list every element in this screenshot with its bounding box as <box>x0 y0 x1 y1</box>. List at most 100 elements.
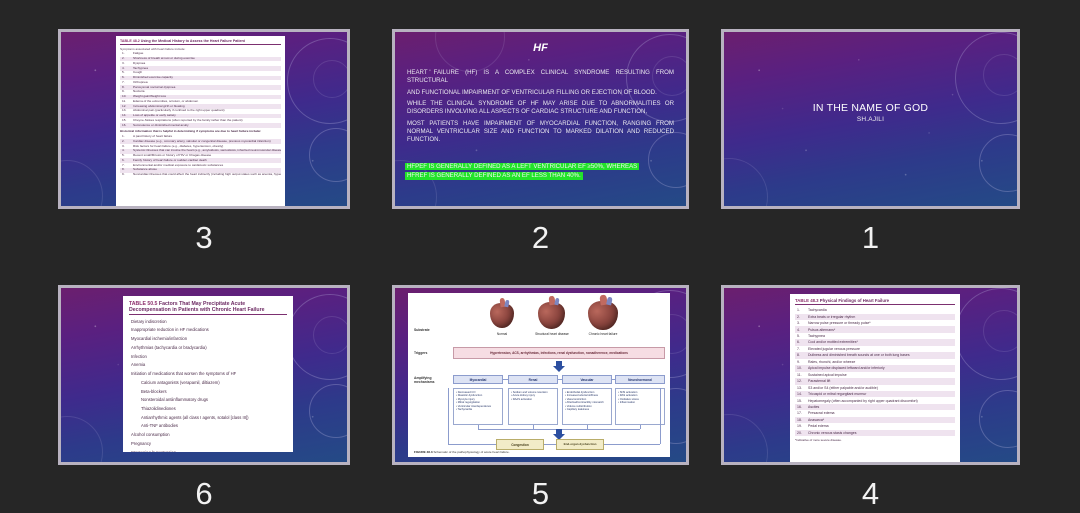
table-row: 11.Sustained apical impulse <box>795 372 955 378</box>
table-row: Calcium antagonists (verapamil, diltiaze… <box>129 379 287 385</box>
row-number: 4. <box>122 66 125 70</box>
row-text: Increasing abdominal girth or bloating <box>133 104 185 108</box>
slide-canvas-6: TABLE 50.5 Factors That May Precipitate … <box>61 288 347 462</box>
table-row: 20.Chronic venous stasis changes <box>795 429 955 437</box>
row-number: 9. <box>797 359 800 364</box>
row-number: 2. <box>122 139 125 143</box>
row-number: 17. <box>797 411 802 416</box>
row-text: Pulsus alternans* <box>808 327 836 332</box>
table-row: 1.A past history of heart failure <box>120 135 281 140</box>
table-row: 4.Pulsus alternans* <box>795 326 955 333</box>
row-number: 5. <box>122 153 125 158</box>
row-text: Hepatomegaly (often accompanied by right… <box>808 398 918 403</box>
table-row: Alcohol consumption <box>129 432 287 438</box>
slide-thumbnail-2[interactable]: HF HEART FAILURE (HF) IS A COMPLEX CLINI… <box>392 29 689 209</box>
table-row: 9.Nocturia <box>120 90 281 95</box>
mech-list-item: • Vasoconstriction <box>565 397 587 401</box>
row-number: 13. <box>122 108 127 113</box>
slide2-paragraph: AND FUNCTIONAL IMPAIRMENT OF VENTRICULAR… <box>407 88 657 96</box>
table-row: 8.Dullness and diminished breath sounds … <box>795 352 955 359</box>
slide2-paragraph: WHILE THE CLINICAL SYNDROME OF HF MAY AR… <box>407 100 674 116</box>
slide1-subtitle: SH.AJILI <box>856 116 885 123</box>
table-row: Worsening hypertension <box>129 449 287 452</box>
mech-list-item: • Decreased CO <box>456 391 476 394</box>
row-number: 19. <box>797 424 802 429</box>
table-row: 3.Risk factors for heart failure (e.g., … <box>120 144 281 149</box>
figure-caption: FIGURE 48.3 Schematic of the pathophysio… <box>414 450 510 454</box>
mech-list-item: • Capillary leakiness <box>565 407 590 411</box>
slide-thumbnail-6[interactable]: TABLE 50.5 Factors That May Precipitate … <box>58 285 350 465</box>
row-number: 1. <box>797 308 800 313</box>
slide2-paragraph: MOST PATIENTS HAVE IMPAIRMENT OF MYOCARD… <box>407 119 674 143</box>
table-row: 5.Cough <box>120 71 281 76</box>
table-row: Anemia <box>129 362 287 368</box>
slide-number-5: 5 <box>531 476 550 511</box>
row-text: Noncardiac illnesses that could affect t… <box>133 172 281 177</box>
row-text: Sustained apical impulse <box>808 372 847 377</box>
row-text: Tricuspid or mitral regurgitant murmur <box>808 392 867 397</box>
table-row: 2.Cardiac disease (e.g., coronary artery… <box>120 139 281 145</box>
row-text: Substance abuse <box>133 167 157 172</box>
row-number: 18. <box>797 417 802 422</box>
row-text: Pedal edema <box>808 424 829 429</box>
row-number: 3. <box>122 144 125 148</box>
mech-list-item: • Increased arterial stiffness <box>565 394 599 398</box>
row-text: Environmental and/or medical exposure to… <box>133 163 224 167</box>
row-number: 9. <box>122 89 125 94</box>
table-row: 12. Parasternal lift <box>795 378 955 385</box>
table-row: Infection <box>129 353 287 359</box>
table-row: 3.Narrow pulse pressure or thready pulse… <box>795 320 955 326</box>
row-number: 16. <box>122 123 127 127</box>
table-footnote: *Indicative of more severe disease. <box>795 437 842 442</box>
heart-structural-icon <box>538 295 565 329</box>
slide-thumbnail-4[interactable]: TABLE 48.3 Physical Findings of Heart Fa… <box>721 285 1020 465</box>
row-number: 15. <box>797 398 802 403</box>
table-card-50-5: TABLE 50.5 Factors That May Precipitate … <box>123 296 293 452</box>
row-text: Chronic venous stasis changes <box>808 430 857 435</box>
table-row: Anti-TNF antibodies <box>129 423 287 429</box>
mech-list-myocardial: • Decreased CO• Diastolic dysfunction• M… <box>453 388 503 425</box>
table-row: 19. Pedal edema <box>795 423 955 429</box>
row-text: Somnolence or diminished mental acuity <box>133 123 189 127</box>
row-text: Parasternal lift <box>808 379 831 384</box>
slide-number-6: 6 <box>195 476 213 511</box>
slide-thumbnail-3[interactable]: TABLE 48.2 Using the Medical History to … <box>58 29 350 209</box>
table-row: 9. Noncardiac illnesses that could affect… <box>120 173 281 178</box>
mech-list-item: • Endothelial dysfunction <box>565 391 595 394</box>
row-number: 9. <box>122 172 125 177</box>
row-number: 12. <box>122 104 127 108</box>
row-number: 7. <box>122 163 125 167</box>
row-number: 15. <box>122 118 127 122</box>
slide-thumbnail-5[interactable]: Substrate Triggers Amplifying mechanisms… <box>392 285 689 465</box>
slide2-highlight: HFPEF IS GENERALLY DEFINED AS A LEFT VEN… <box>407 163 679 180</box>
row-number: 14. <box>122 113 127 118</box>
row-number: 5. <box>797 333 800 338</box>
row-number: 8. <box>797 353 800 358</box>
triggers-box: Hypertension, ACS, arrhythmias, infectio… <box>453 347 665 359</box>
row-text: Nonsteroidal antiinflammatory drugs <box>141 397 209 403</box>
slide-thumbnail-1[interactable]: IN THE NAME OF GOD SH.AJILI <box>721 29 1020 209</box>
row-number: 8. <box>122 167 125 172</box>
table-row: 2.Shortness of breath at rest or during … <box>120 56 281 62</box>
table-card-48-2: TABLE 48.2 Using the Medical History to … <box>116 36 285 206</box>
row-number: 7. <box>797 346 800 351</box>
table-row: 4.Systemic illnesses that can involve th… <box>120 148 281 154</box>
row-text: Tachypnea <box>808 333 825 338</box>
row-text: A past history of heart failure <box>133 134 173 139</box>
mech-box-myocardial: Myocardial <box>453 375 503 384</box>
row-text: Dietary indiscretion <box>131 318 167 324</box>
mech-list-item: • Oxidative stress <box>618 397 639 401</box>
row-number: 6. <box>122 158 125 162</box>
table-row: Inappropriate reduction in HF medication… <box>129 327 287 333</box>
row-number: 2. <box>122 56 125 60</box>
mech-list-item: • Mitral regurgitation <box>456 401 480 405</box>
row-text: Pregnancy <box>131 440 152 446</box>
slide-number-4: 4 <box>861 476 880 511</box>
table-row: 7. Environmental and/or medical exposure … <box>120 163 281 168</box>
slide2-title: HF <box>533 42 548 54</box>
row-text: Dyspnea <box>133 61 146 65</box>
table-row: 12. Increasing abdominal girth or bloatin… <box>120 104 281 109</box>
row-number: 12. <box>797 379 802 384</box>
